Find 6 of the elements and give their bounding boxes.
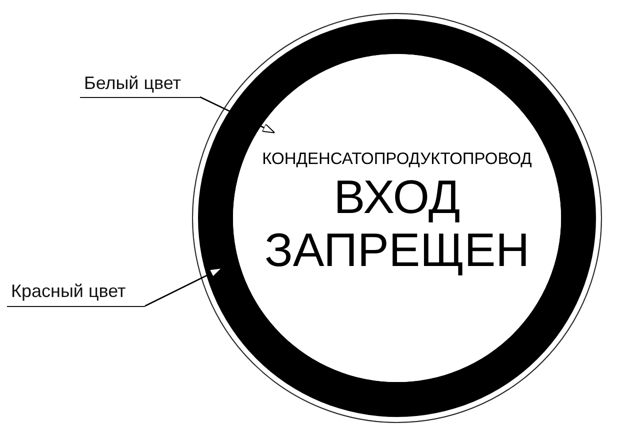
callout-label: Красный цвет bbox=[7, 281, 145, 307]
pipeline-name: КОНДЕНСАТОПРОДУКТОПРОВОД bbox=[262, 150, 532, 169]
leader-arrow bbox=[144, 267, 222, 307]
leader-arrow bbox=[200, 96, 276, 134]
callout-label: Белый цвет bbox=[80, 73, 200, 98]
warning-text: ВХОД ЗАПРЕЩЕН bbox=[263, 171, 531, 276]
